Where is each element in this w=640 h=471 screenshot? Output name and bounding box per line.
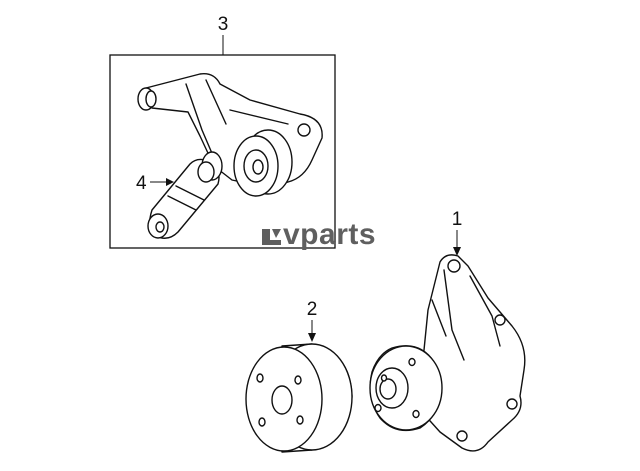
tensioner-damper [147, 151, 223, 239]
tensioner-pulley [233, 129, 293, 197]
callout-1-label: 1 [452, 209, 463, 230]
callout-3-label: 3 [218, 14, 229, 35]
callout-4-label: 4 [136, 173, 147, 194]
pump-pulley [245, 343, 353, 453]
lv-monogram-icon [262, 229, 281, 245]
callout-2-arrowhead [308, 333, 316, 342]
callout-2-label: 2 [307, 299, 318, 320]
water-pump-group: 1 [369, 209, 526, 452]
watermark-text: vparts [283, 218, 376, 251]
callout-4-arrowhead [166, 178, 174, 186]
tensioner-assembly-group: 3 4 [109, 14, 336, 249]
tensioner-bracket [137, 73, 323, 187]
callout-1-arrowhead [453, 247, 461, 256]
watermark: vparts [262, 218, 376, 251]
pump-pulley-group: 2 [245, 299, 353, 453]
water-pump [369, 254, 526, 452]
